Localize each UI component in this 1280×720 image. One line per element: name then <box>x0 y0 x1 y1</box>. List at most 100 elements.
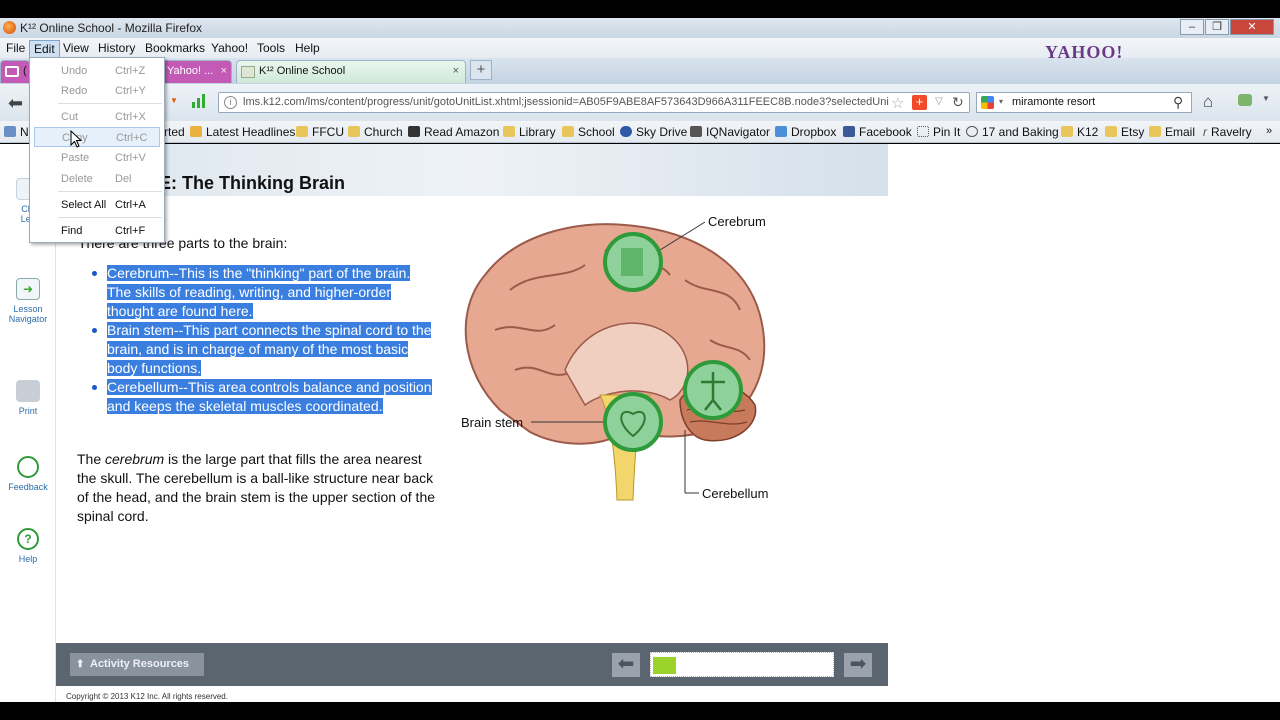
star-icon[interactable]: ☆ <box>891 95 905 112</box>
bookmark-ffcu[interactable]: FFCU <box>296 125 344 139</box>
menu-tools[interactable]: Tools <box>257 41 286 55</box>
mouse-cursor-icon <box>70 129 83 148</box>
bookmark-sky-drive[interactable]: Sky Drive <box>620 125 687 139</box>
site-info-icon[interactable]: i <box>224 96 237 109</box>
menu-view[interactable]: View <box>63 41 89 55</box>
brain-diagram: Cerebrum Brain stem Cerebellum <box>455 200 795 510</box>
bookmark-icon <box>4 126 16 137</box>
bookmark-school[interactable]: School <box>562 125 615 139</box>
copyright-text: Copyright © 2013 K12 Inc. All rights res… <box>66 692 228 701</box>
facebook-icon <box>843 126 855 137</box>
bookmark-facebook[interactable]: Facebook <box>843 125 912 139</box>
folder-icon <box>1149 126 1161 137</box>
dropdown-icon[interactable]: ▼ <box>170 96 178 105</box>
tab-yahoo[interactable]: Yahoo! ...× <box>158 60 232 83</box>
sidebar-lesson-navigator[interactable]: ➜ Lesson Navigator <box>0 278 56 324</box>
sidebar-print[interactable]: Print <box>0 380 56 416</box>
folder-icon <box>348 126 360 137</box>
close-window-button[interactable]: ✕ <box>1230 19 1274 35</box>
list-item: Cerebrum--This is the "thinking" part of… <box>92 264 432 321</box>
feedback-bubble-icon <box>17 456 39 478</box>
restore-button[interactable]: ❐ <box>1205 19 1229 35</box>
menu-history[interactable]: History <box>98 41 136 55</box>
list-item: Brain stem--This part connects the spina… <box>92 321 432 378</box>
menu-edit[interactable]: Edit <box>29 40 60 58</box>
tab-k12[interactable]: K¹² Online School × <box>236 60 466 83</box>
bookmark-17-and-baking[interactable]: 17 and Baking <box>966 125 1059 139</box>
engine-dropdown-icon[interactable]: ▾ <box>999 97 1004 106</box>
tab-close-icon[interactable]: × <box>452 65 459 77</box>
page-content: Clo Les ➜ Lesson Navigator Print Feedbac… <box>0 144 1280 702</box>
activity-resources-button[interactable]: ⬆ Activity Resources <box>70 653 204 676</box>
tab-close-icon[interactable]: × <box>220 65 227 77</box>
home-icon[interactable]: ⌂ <box>1203 92 1214 111</box>
bookmark-k12[interactable]: K12 <box>1061 125 1098 139</box>
menu-file[interactable]: File <box>6 41 26 55</box>
addon-icon[interactable] <box>1238 94 1252 106</box>
tab-mail[interactable]: ( <box>0 60 30 83</box>
sidebar-feedback[interactable]: Feedback <box>0 456 56 492</box>
sidebar-help[interactable]: ? Help <box>0 528 56 564</box>
minimize-button[interactable]: ‒ <box>1180 19 1204 35</box>
menu-separator <box>58 217 162 218</box>
url-bar[interactable]: i lms.k12.com/lms/content/progress/unit/… <box>218 92 970 113</box>
bookmark-getting-started[interactable]: rted <box>164 125 185 139</box>
history-dropdown-icon[interactable]: ▽ <box>935 96 943 107</box>
lesson-footer: ⬆ Activity Resources ⬅ ➡ <box>56 643 888 686</box>
bookmark-read-amazon[interactable]: Read Amazon <box>408 125 499 139</box>
wordpress-icon <box>966 126 978 137</box>
search-bar[interactable]: ▾ miramonte resort ⚲ <box>976 92 1192 113</box>
ravelry-icon: r <box>1203 125 1207 139</box>
lesson-progress-bar <box>650 652 834 677</box>
google-icon[interactable] <box>981 96 994 109</box>
bookmark-library[interactable]: Library <box>503 125 556 139</box>
mail-icon <box>5 66 19 77</box>
tab-mail-label: ( <box>23 65 27 77</box>
bookmark-iqnavigator[interactable]: IQNavigator <box>690 125 770 139</box>
menu-bookmarks[interactable]: Bookmarks <box>145 41 206 55</box>
reload-icon[interactable]: ↻ <box>952 94 964 110</box>
list-item: Cerebellum--This area controls balance a… <box>92 378 432 416</box>
bookmark-most-visited[interactable]: N <box>4 125 29 139</box>
rss-icon <box>190 126 202 137</box>
menu-dropdown-icon[interactable]: ▼ <box>1262 94 1270 103</box>
bookmarks-overflow-icon[interactable]: » <box>1266 125 1273 137</box>
up-arrow-icon: ⬆ <box>76 659 85 670</box>
dropbox-icon <box>775 126 787 137</box>
bookmark-dropbox[interactable]: Dropbox <box>775 125 836 139</box>
folder-icon <box>1105 126 1117 137</box>
bookmark-pin-it[interactable]: Pin It <box>917 125 960 139</box>
kindle-icon <box>408 126 420 137</box>
bookmarks-toolbar: N rted Latest Headlines FFCU Church Read… <box>0 121 1280 143</box>
search-input[interactable]: miramonte resort <box>1012 96 1096 108</box>
menu-help[interactable]: Help <box>295 41 320 55</box>
menu-item-copy[interactable]: CopyCtrl+C <box>34 127 160 147</box>
page-title: RE: The Thinking Brain <box>146 173 346 193</box>
bookmark-email[interactable]: Email <box>1149 125 1195 139</box>
bookmark-church[interactable]: Church <box>348 125 403 139</box>
bookmark-etsy[interactable]: Etsy <box>1105 125 1144 139</box>
folder-icon <box>503 126 515 137</box>
previous-page-button[interactable]: ⬅ <box>612 653 640 677</box>
printer-icon <box>16 380 40 402</box>
yahoo-logo[interactable]: YAHOO! <box>1045 42 1124 62</box>
iq-icon <box>690 126 702 137</box>
new-tab-button[interactable]: + <box>470 60 492 80</box>
addon-plus-icon[interactable]: + <box>912 95 927 110</box>
heart-icon <box>603 392 663 452</box>
menu-yahoo[interactable]: Yahoo! <box>211 41 249 55</box>
search-icon[interactable]: ⚲ <box>1173 94 1184 110</box>
next-page-button[interactable]: ➡ <box>844 653 872 677</box>
url-text[interactable]: lms.k12.com/lms/content/progress/unit/go… <box>243 96 889 108</box>
back-arrow-icon[interactable]: ⬅ <box>8 93 24 113</box>
bookmark-latest-headlines[interactable]: Latest Headlines <box>190 125 295 139</box>
